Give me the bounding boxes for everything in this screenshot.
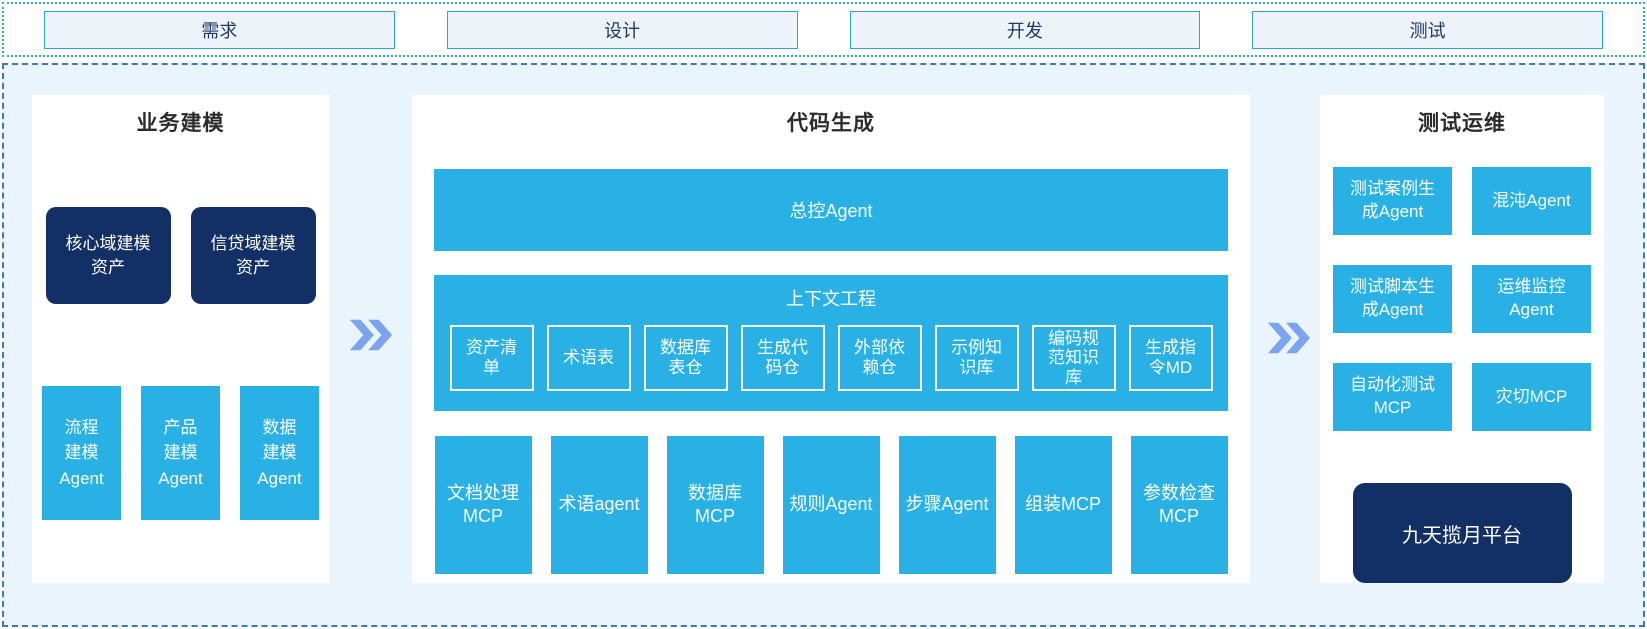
double-chevron-right-icon [1267,322,1310,354]
phase-box-development: 开发 [849,10,1201,49]
double-chevron-right-icon [349,319,392,351]
box-core-domain-modeling-assets: 核心域建模 资产 [45,207,171,304]
panel-title-code-generation: 代码生成 [787,112,875,135]
box-coding-standard-knowledge-base: 编码规 范知识 库 [1031,325,1116,391]
context-item-row: 资产清 单 术语表 数据库 表仓 生成代 码仓 外部依 赖仓 示例知 识库 编码… [434,325,1228,391]
box-jiutian-lanyue-platform: 九天揽月平台 [1352,483,1572,583]
box-terminology-agent: 术语agent [550,436,648,574]
box-test-case-generation-agent: 测试案例生 成Agent [1333,167,1452,235]
panel-title-business-modeling: 业务建模 [136,112,225,135]
box-test-script-generation-agent: 测试脚本生 成Agent [1333,265,1452,333]
box-database-table-repo: 数据库 表仓 [643,325,728,391]
box-chaos-agent: 混沌Agent [1472,167,1591,235]
box-disaster-switch-mcp: 灾切MCP [1472,363,1591,431]
box-rule-agent: 规则Agent [782,436,880,574]
box-master-control-agent: 总控Agent [434,169,1228,251]
box-step-agent: 步骤Agent [898,436,996,574]
box-example-knowledge-base: 示例知 识库 [934,325,1019,391]
phase-box-testing: 测试 [1252,10,1603,49]
context-engineering-title: 上下文工程 [786,289,876,309]
box-product-modeling-agent: 产品 建模 Agent [141,386,220,520]
box-external-dependency-repo: 外部依 赖仓 [837,325,922,391]
box-asset-list: 资产清 单 [449,325,534,391]
box-ops-monitoring-agent: 运维监控 Agent [1472,265,1591,333]
modeling-agent-row: 流程 建模 Agent 产品 建模 Agent 数据 建模 Agent [32,386,329,520]
box-data-modeling-agent: 数据 建模 Agent [240,386,319,520]
test-ops-grid: 测试案例生 成Agent 混沌Agent 测试脚本生 成Agent 运维监控 A… [1320,167,1604,431]
panel-code-generation: 代码生成 总控Agent 上下文工程 资产清 单 术语表 数据库 表仓 生成代 … [412,95,1250,583]
phase-strip: 需求 设计 开发 测试 [2,2,1645,57]
box-parameter-check-mcp: 参数检查 MCP [1130,436,1228,574]
phase-box-requirements: 需求 [44,10,395,49]
panel-title-test-ops: 测试运维 [1418,112,1506,135]
box-automated-testing-mcp: 自动化测试 MCP [1333,363,1452,431]
box-database-mcp: 数据库 MCP [666,436,764,574]
box-glossary: 术语表 [546,325,631,391]
panel-test-ops: 测试运维 测试案例生 成Agent 混沌Agent 测试脚本生 成Agent 运… [1320,95,1604,583]
asset-box-row: 核心域建模 资产 信贷域建模 资产 [32,207,329,304]
mcp-agent-row: 文档处理 MCP 术语agent 数据库 MCP 规则Agent 步骤Agent… [412,436,1250,574]
box-process-modeling-agent: 流程 建模 Agent [42,386,121,520]
panel-business-modeling: 业务建模 核心域建模 资产 信贷域建模 资产 流程 建模 Agent 产品 建模… [32,95,329,583]
phase-box-design: 设计 [446,10,798,49]
box-credit-domain-modeling-assets: 信贷域建模 资产 [190,207,316,304]
context-engineering-box: 上下文工程 资产清 单 术语表 数据库 表仓 生成代 码仓 外部依 赖仓 示例知… [434,275,1228,411]
main-container: 业务建模 核心域建模 资产 信贷域建模 资产 流程 建模 Agent 产品 建模… [2,63,1645,627]
box-assembly-mcp: 组装MCP [1014,436,1112,574]
box-generated-code-repo: 生成代 码仓 [740,325,825,391]
box-document-processing-mcp: 文档处理 MCP [434,436,532,574]
box-generation-instruction-md: 生成指 令MD [1128,325,1213,391]
